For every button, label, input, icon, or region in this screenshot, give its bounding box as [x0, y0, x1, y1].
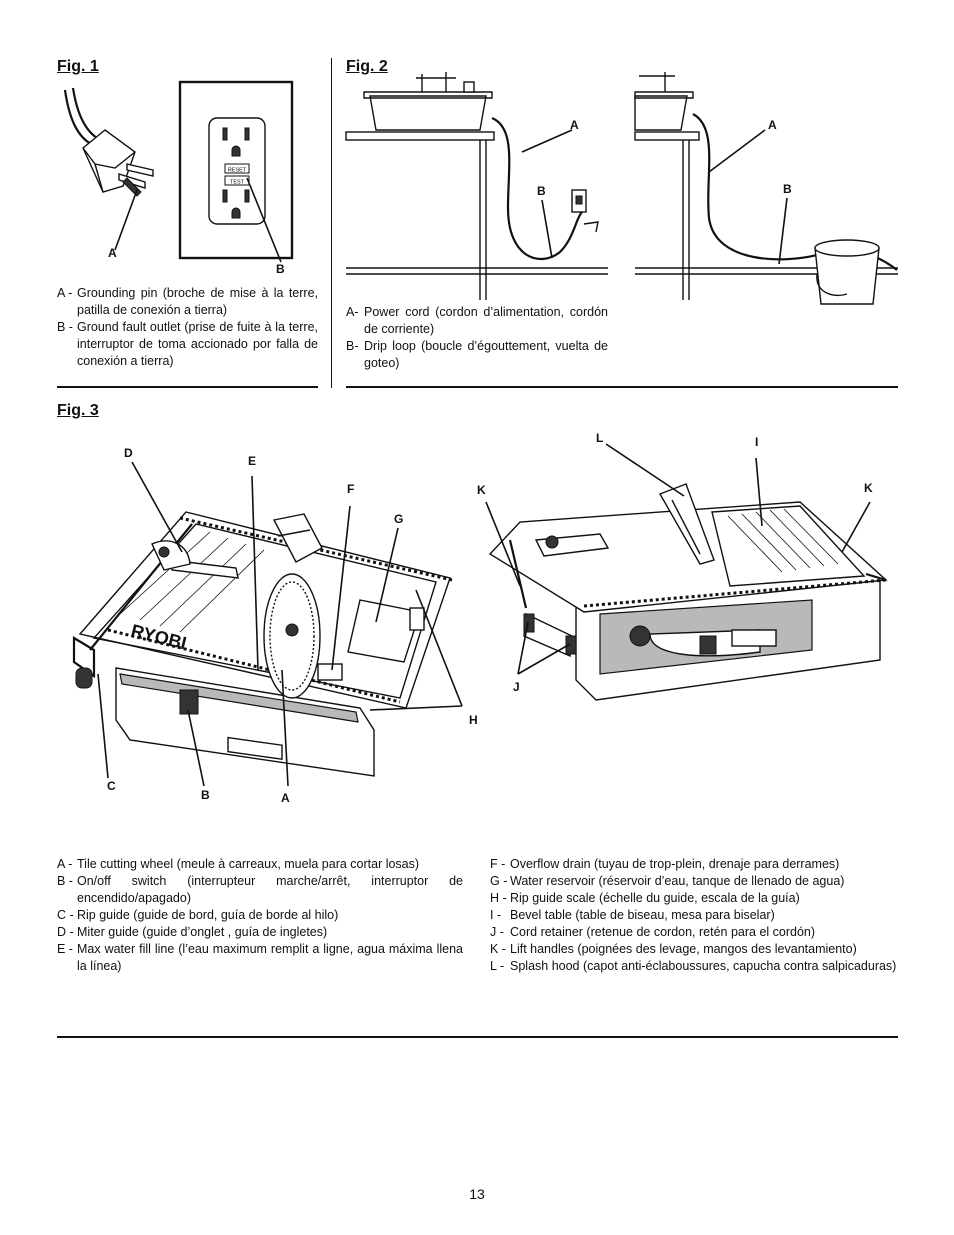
table-icon [634, 131, 700, 141]
fig3-legend-item-j: J -Cord retainer (retenue de cordon, ret… [490, 925, 816, 939]
bevel-table-icon [711, 505, 866, 587]
page-number: 13 [469, 1186, 485, 1202]
fig2-callout-a2: A [768, 118, 777, 132]
bottom-rule [57, 1036, 898, 1038]
fig3-callout-g: G [394, 512, 404, 526]
fig3-legend-item-i: I -Bevel table (table de biseau, mesa pa… [490, 908, 775, 922]
fig3-legend-item-h: H -Rip guide scale (échelle du guide, es… [490, 891, 800, 905]
overflow-drain-icon [317, 663, 343, 681]
fig3-callout-b: B [201, 788, 210, 802]
fig3-illustration-front: RYOBI [72, 461, 463, 787]
splash-hood-icon [272, 513, 323, 563]
table-icon [345, 131, 495, 141]
fig1-legend: A -Grounding pin (broche de mise à la te… [57, 285, 318, 370]
fig1-callout-b: B [276, 262, 285, 276]
fig3-illustration-rear [485, 443, 888, 701]
fig3-legend-item-f: F -Overflow drain (tuyau de trop-plein, … [490, 857, 840, 871]
fig3-legend-item-c: C -Rip guide (guide de bord, guía de bor… [57, 908, 339, 922]
fig3-title: Fig. 3 [57, 402, 99, 419]
test-button-label: TEST [230, 180, 245, 186]
fig-divider [331, 58, 332, 388]
fig1-title: Fig. 1 [57, 58, 99, 75]
fig3-legend-item-b: B -On/off switch (interrupteur marche/ar… [57, 874, 463, 905]
fig3-callout-k1: K [477, 483, 486, 497]
fig3-callout-c: C [107, 779, 116, 793]
tile-saw-icon [634, 95, 688, 131]
fig3-callout-d: D [124, 446, 133, 460]
tile-saw-icon [369, 95, 487, 131]
fig3-callout-i: I [755, 435, 759, 449]
fig3-legend-left: A -Tile cutting wheel (meule à carreaux,… [57, 856, 463, 975]
reset-button-label: RESET [228, 168, 247, 174]
on-off-switch-icon [699, 635, 717, 655]
fig3-legend-item-d: D -Miter guide (guide d’onglet , guía de… [57, 925, 328, 939]
rip-guide-knob-icon [75, 667, 93, 689]
fig2-legend-item-b: B-Drip loop (boucle d’égouttement, vuelt… [346, 339, 608, 370]
power-cord-icon [491, 116, 583, 261]
lift-handle-icon [508, 539, 528, 609]
rip-guide-knob-icon [629, 625, 651, 647]
fig1-illustration: RESET TEST [63, 80, 294, 263]
fig2-title: Fig. 2 [346, 58, 388, 75]
fig2-illustration-bucket [634, 72, 898, 305]
fig2-callout-b2: B [783, 182, 792, 196]
water-reservoir-icon [347, 599, 421, 663]
fig2-legend-item-a: A-Power cord (cordon d’alimentation, cor… [346, 305, 608, 336]
section-rule-left [57, 386, 318, 388]
fig2-callout-a1: A [570, 118, 579, 132]
fig3-legend-right: F -Overflow drain (tuyau de trop-plein, … [490, 856, 898, 975]
fig2-callout-b1: B [537, 184, 546, 198]
fig3-legend-item-g: G -Water reservoir (réservoir d’eau, tan… [490, 874, 845, 888]
fig1-callout-a: A [108, 246, 117, 260]
fig3-callout-e: E [248, 454, 257, 468]
fig1-legend-item-a: A -Grounding pin (broche de mise à la te… [57, 286, 318, 317]
fig3-legend-item-a: A -Tile cutting wheel (meule à carreaux,… [57, 857, 420, 871]
fig2-illustration-outlet [345, 72, 608, 300]
fig3-legend-item-e: E -Max water fill line (l’eau maximum re… [57, 942, 463, 973]
fig3-callout-a: A [281, 791, 290, 805]
fig3-callout-f: F [347, 482, 355, 496]
on-off-switch-icon [179, 689, 199, 715]
fig3-callout-k2: K [864, 481, 873, 495]
section-rule-right [346, 386, 898, 388]
fig3-callout-l: L [596, 431, 604, 445]
fig1-legend-item-b: B -Ground fault outlet (prise de fuite à… [57, 320, 318, 368]
fig2-legend: A-Power cord (cordon d’alimentation, cor… [346, 304, 608, 372]
fig3-legend-item-k: K -Lift handles (poignées des levage, ma… [490, 942, 857, 956]
fig3-legend-item-l: L -Splash hood (capot anti-éclaboussures… [490, 959, 897, 973]
fig3-callout-j: J [513, 680, 520, 694]
fig3-callout-h: H [469, 713, 478, 727]
